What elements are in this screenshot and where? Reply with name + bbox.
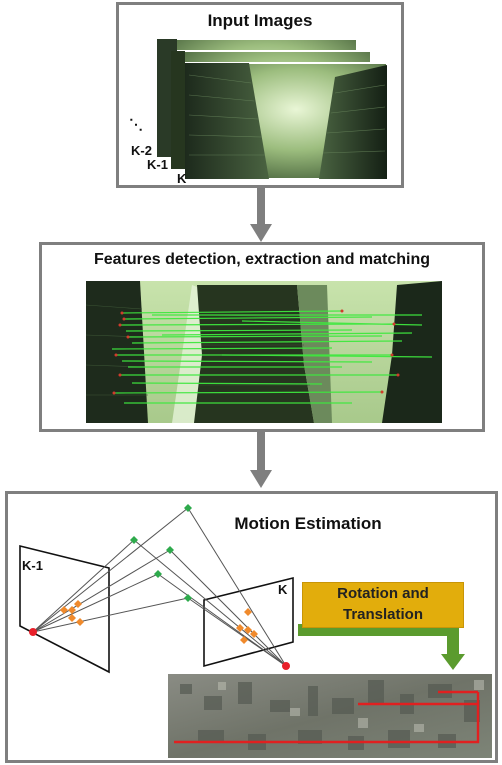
landmark-points <box>130 504 192 602</box>
frame-k-1-label: K-1 <box>22 558 43 573</box>
input-images-stack: ⋱ K-2 K-1 K <box>129 38 388 185</box>
feature-points <box>112 309 400 395</box>
label-k-2: K-2 <box>131 143 152 158</box>
label-k: K <box>177 171 187 185</box>
label-dots: ⋱ <box>129 116 143 132</box>
frame-front <box>184 62 388 180</box>
feature-points-k-1 <box>60 600 84 626</box>
flow-arrow-1 <box>250 188 272 242</box>
features-box: Features detection, extraction and match… <box>39 242 485 432</box>
badge-line-1: Rotation and <box>337 585 429 602</box>
feature-points-k <box>236 608 258 644</box>
feature-match-lines <box>111 310 433 404</box>
frame-k <box>203 576 294 668</box>
rotation-translation-badge: Rotation and Translation <box>302 582 464 628</box>
frame-k-1 <box>19 544 110 674</box>
projection-rays <box>32 507 287 667</box>
motion-estimation-diagram: K-1 K <box>19 504 492 758</box>
camera-center-k-1 <box>29 628 37 636</box>
motion-estimation-box: Motion Estimation K-1 K <box>5 491 498 763</box>
feature-matching-image <box>85 281 442 423</box>
frame-k-label: K <box>278 582 288 597</box>
motion-estimation-title: Motion Estimation <box>234 514 382 533</box>
input-images-title: Input Images <box>207 11 313 30</box>
frame-back-1-building <box>171 51 185 169</box>
pose-output-arrow <box>298 624 459 656</box>
input-images-box: Input Images <box>116 2 404 188</box>
trajectory-path <box>174 690 480 744</box>
flow-arrow-2 <box>250 432 272 488</box>
badge-line-2: Translation <box>342 606 424 623</box>
camera-center-k <box>282 662 290 670</box>
pose-output-arrowhead <box>441 654 465 670</box>
label-k-1: K-1 <box>147 157 168 172</box>
features-title: Features detection, extraction and match… <box>93 251 431 268</box>
trajectory-map <box>168 674 492 758</box>
